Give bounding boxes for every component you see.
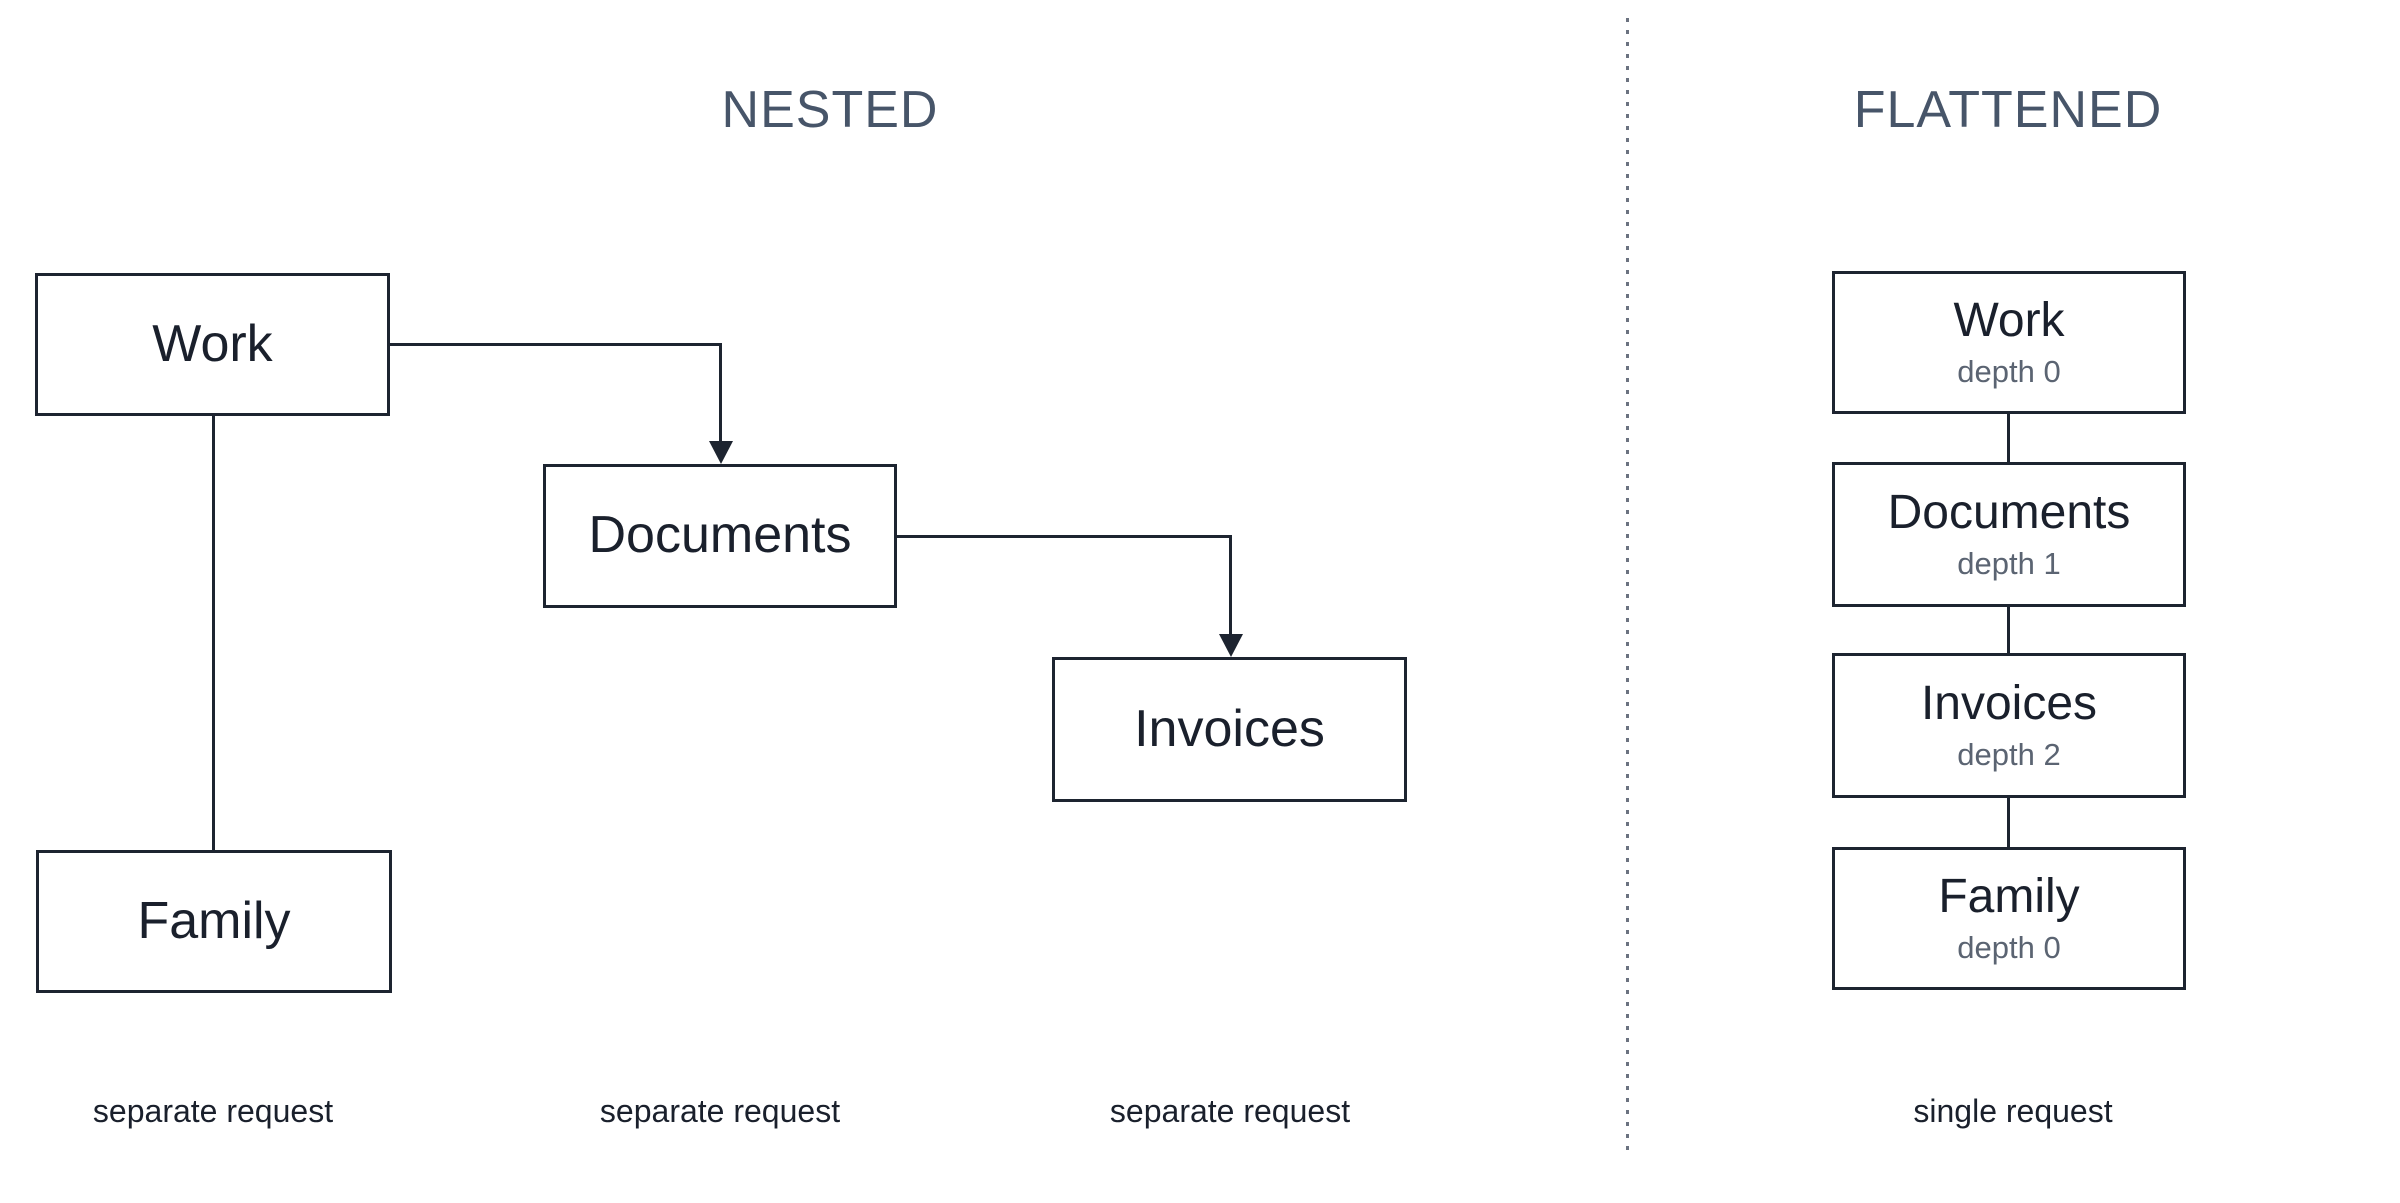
nested-box-work-label: Work bbox=[152, 314, 273, 373]
connector-work-family bbox=[212, 416, 215, 850]
connector-flattened-work-documents bbox=[2007, 414, 2010, 462]
connector-work-documents-horizontal bbox=[388, 343, 721, 346]
flattened-section-title: FLATTENED bbox=[1853, 81, 2163, 139]
nested-box-documents: Documents bbox=[543, 464, 897, 608]
flattened-box-invoices: Invoices depth 2 bbox=[1832, 653, 2186, 798]
flattened-box-family-depth: depth 0 bbox=[1957, 929, 2061, 965]
flattened-box-work-label: Work bbox=[1953, 293, 2065, 347]
nested-box-invoices-label: Invoices bbox=[1134, 699, 1325, 758]
arrowhead-down-documents-icon bbox=[709, 441, 733, 464]
connector-work-documents-vertical bbox=[719, 343, 722, 445]
connector-flattened-documents-invoices bbox=[2007, 607, 2010, 653]
flattened-box-documents-label: Documents bbox=[1887, 485, 2131, 539]
section-divider-dotted-line bbox=[1626, 18, 1629, 1150]
caption-separate-request-2: separate request bbox=[599, 1093, 841, 1129]
nested-box-work: Work bbox=[35, 273, 390, 416]
connector-documents-invoices-vertical bbox=[1229, 535, 1232, 638]
connector-flattened-invoices-family bbox=[2007, 798, 2010, 847]
nested-box-documents-label: Documents bbox=[588, 506, 852, 565]
caption-separate-request-1: separate request bbox=[92, 1093, 334, 1129]
arrowhead-down-invoices-icon bbox=[1219, 634, 1243, 657]
flattened-box-documents: Documents depth 1 bbox=[1832, 462, 2186, 607]
flattened-box-documents-depth: depth 1 bbox=[1957, 545, 2061, 581]
nested-box-family: Family bbox=[36, 850, 392, 993]
flattened-box-invoices-depth: depth 2 bbox=[1957, 736, 2061, 772]
caption-single-request: single request bbox=[1913, 1093, 2113, 1129]
connector-documents-invoices-horizontal bbox=[895, 535, 1232, 538]
flattened-box-invoices-label: Invoices bbox=[1920, 676, 2098, 730]
nested-section-title: NESTED bbox=[721, 81, 939, 139]
nested-box-family-label: Family bbox=[137, 891, 291, 950]
flattened-box-work-depth: depth 0 bbox=[1957, 353, 2061, 389]
caption-separate-request-3: separate request bbox=[1109, 1093, 1351, 1129]
flattened-box-family: Family depth 0 bbox=[1832, 847, 2186, 990]
nested-box-invoices: Invoices bbox=[1052, 657, 1407, 802]
flattened-box-work: Work depth 0 bbox=[1832, 271, 2186, 414]
flattened-box-family-label: Family bbox=[1938, 869, 2080, 923]
